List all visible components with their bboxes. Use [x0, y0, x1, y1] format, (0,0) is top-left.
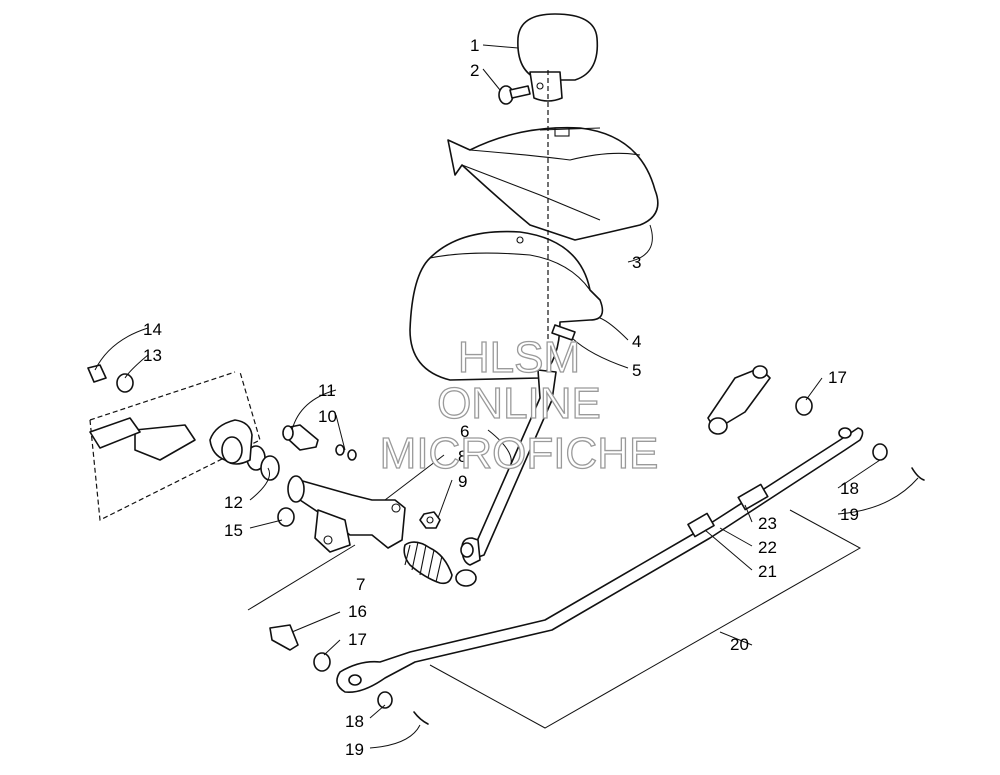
callout-12: 12: [224, 493, 243, 512]
frame-bracket: [89, 371, 261, 521]
mount-bolt: [87, 364, 107, 383]
watermark-line-1: HLSM: [458, 333, 580, 382]
pivot-pin: [282, 424, 319, 451]
callout-21: 21: [758, 562, 777, 581]
callout-23: 23: [758, 514, 777, 533]
right-e-clip: [911, 467, 925, 481]
shift-arm-assembly: [707, 365, 771, 435]
callout-13: 13: [143, 346, 162, 365]
watermark-line-3: MICROFICHE: [380, 429, 659, 478]
shift-linkage-rod: [336, 427, 864, 694]
callout-19-upper: 19: [840, 505, 859, 524]
callout-20: 20: [730, 635, 749, 654]
callout-22: 22: [758, 538, 777, 557]
callout-6: 6: [460, 422, 469, 441]
callout-18-lower: 18: [345, 712, 364, 731]
mount-washer: [116, 373, 134, 393]
small-washers: [335, 444, 357, 461]
knob-screw: [498, 85, 531, 105]
return-spring: [403, 541, 477, 587]
callout-15: 15: [224, 521, 243, 540]
callout-5: 5: [632, 361, 641, 380]
linkage-pin: [269, 624, 299, 651]
callout-9: 9: [458, 472, 467, 491]
thrust-washer: [277, 507, 295, 527]
shift-lever: [460, 369, 557, 566]
callout-17-lower: 17: [348, 630, 367, 649]
lower-boot: [409, 230, 604, 381]
callout-14: 14: [143, 320, 162, 339]
retainer-clip: [551, 324, 576, 341]
callout-19-lower: 19: [345, 740, 364, 759]
leader-lines: [94, 44, 919, 749]
callouts: 1 2 3 4 5 6 7 8 9 10 11 12 13 14 15 16 1…: [143, 36, 859, 759]
group-bracket: [247, 509, 862, 729]
right-bushing: [795, 396, 813, 416]
callout-11: 11: [318, 381, 336, 400]
watermark: HLSM ONLINE MICROFICHE: [379, 332, 659, 478]
upper-boot: [447, 126, 659, 241]
callout-2: 2: [470, 61, 479, 80]
lower-washer: [377, 691, 393, 709]
callout-1: 1: [470, 36, 479, 55]
lower-e-clip: [413, 711, 429, 725]
callout-10: 10: [318, 407, 337, 426]
shift-shaft-bracket: [287, 475, 406, 553]
right-washer: [872, 443, 888, 461]
callout-3: 3: [632, 253, 641, 272]
callout-7: 7: [356, 575, 365, 594]
o-rings: [246, 445, 280, 481]
callout-18-upper: 18: [840, 479, 859, 498]
callout-8: 8: [458, 447, 467, 466]
lock-nut: [419, 511, 441, 529]
linkage-bushing: [313, 652, 331, 672]
watermark-line-2: ONLINE: [437, 379, 601, 428]
shift-knob: [517, 13, 599, 102]
callout-16: 16: [348, 602, 367, 621]
callout-4: 4: [632, 332, 641, 351]
callout-17-upper: 17: [828, 368, 847, 387]
